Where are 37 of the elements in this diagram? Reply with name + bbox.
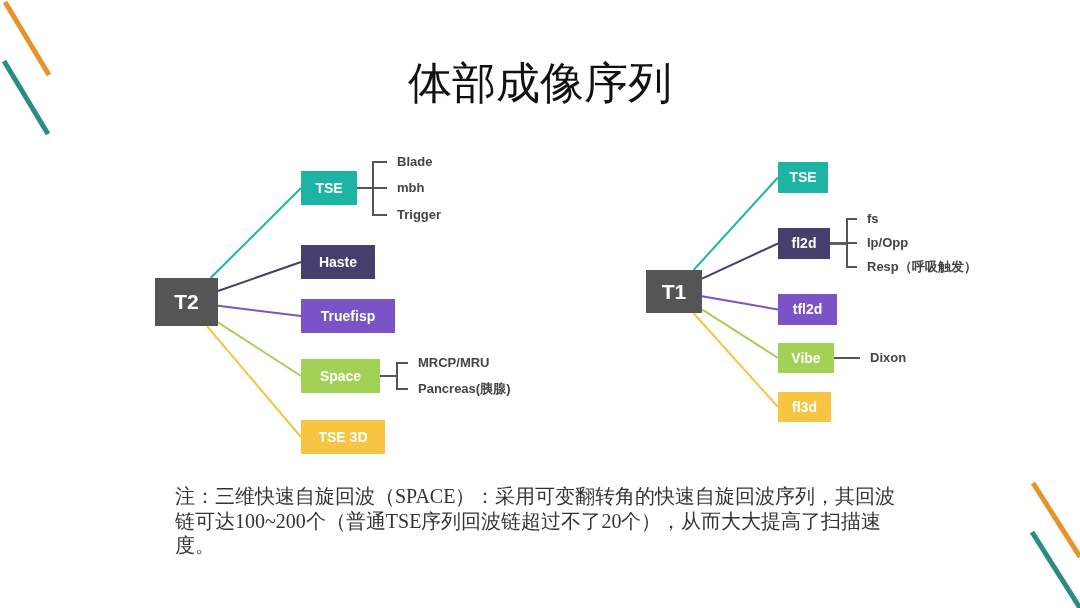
connector-line <box>217 261 302 292</box>
footnote: 注：三维快速自旋回波（SPACE）：采用可变翻转角的快速自旋回波序列，其回波链可达100~200个（普通TSE序列回波链超过不了20个），从而大大提高了扫描速度。 <box>175 484 897 558</box>
bracket-line <box>829 242 858 268</box>
option-label: Resp（呼吸触发） <box>857 258 977 276</box>
connector-line <box>692 176 779 271</box>
sequence-box: Space <box>301 359 380 393</box>
connector-line <box>701 295 779 311</box>
sequence-box: tfl2d <box>778 294 837 325</box>
option-label: Dixon <box>860 349 907 367</box>
option-label: Blade <box>387 153 433 171</box>
option-label: Trigger <box>387 206 442 224</box>
sequence-box: TSE 3D <box>301 420 385 454</box>
sequence-box: Vibe <box>778 343 834 373</box>
option-label: MRCP/MRU <box>408 354 490 372</box>
sequence-box: fl3d <box>778 392 831 422</box>
connector-line <box>205 325 302 438</box>
connector-line <box>833 357 861 359</box>
category-box: T2 <box>155 278 218 326</box>
sequence-box: TSE <box>778 162 828 193</box>
title: 体部成像序列 <box>407 57 673 109</box>
bracket-line <box>356 187 388 216</box>
connector-line <box>701 308 779 359</box>
sequence-box: fl2d <box>778 228 830 259</box>
option-label: Ip/Opp <box>857 234 909 252</box>
bracket-line <box>379 375 409 390</box>
connector-line <box>701 242 779 280</box>
option-label: fs <box>857 210 879 228</box>
connector-line <box>217 304 302 317</box>
connector-line <box>209 187 302 279</box>
sequence-box: Truefisp <box>301 299 395 333</box>
connector-line <box>217 321 302 377</box>
option-label: mbh <box>387 179 425 197</box>
sequence-box: Haste <box>301 245 375 279</box>
sequence-box: TSE <box>301 171 357 205</box>
category-box: T1 <box>646 270 702 313</box>
option-label: Pancreas(胰腺) <box>408 380 511 398</box>
connector-line <box>692 312 779 408</box>
